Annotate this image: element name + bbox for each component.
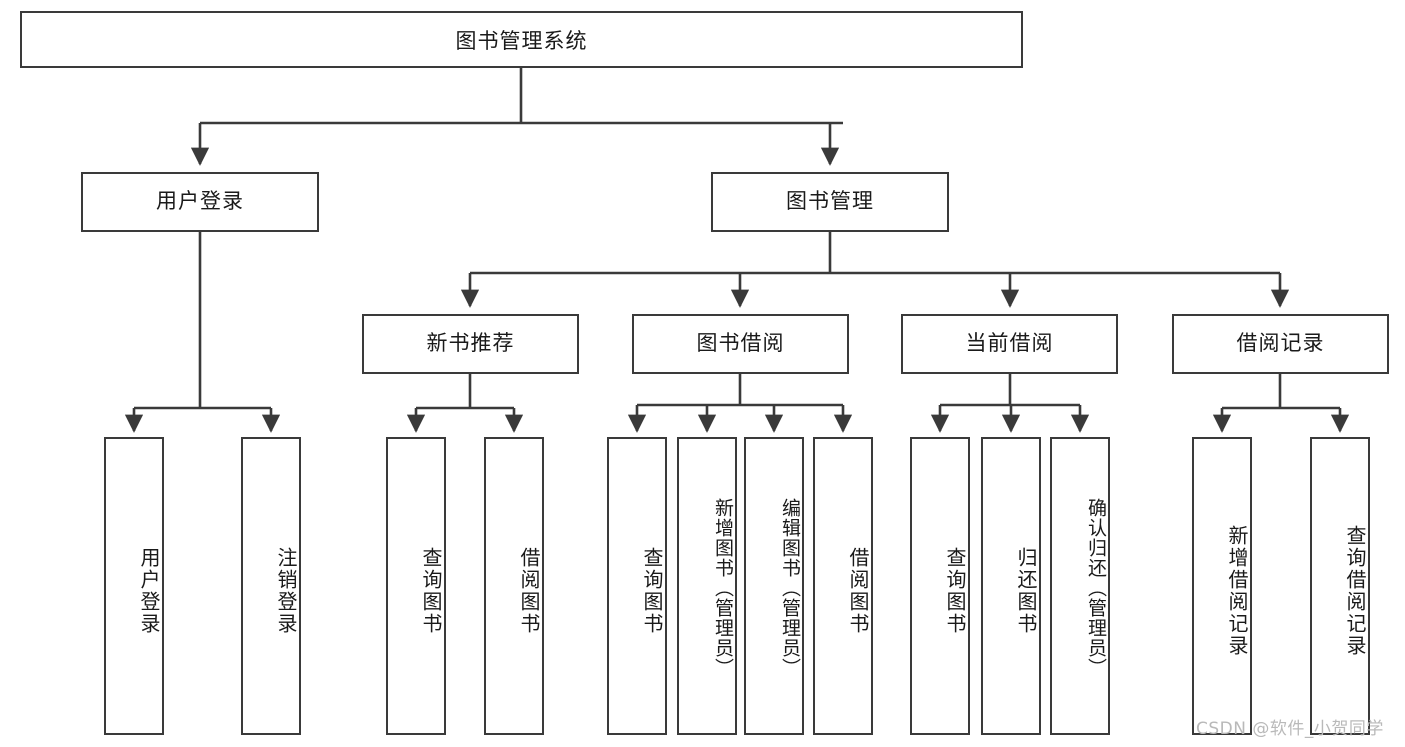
node-leaf-bb-add[interactable]: 新增图书（管理员） <box>677 437 737 735</box>
node-book-borrow[interactable]: 图书借阅 <box>632 314 849 374</box>
csdn-watermark: CSDN @软件_小贺同学 <box>1196 719 1384 739</box>
node-borrow-record[interactable]: 借阅记录 <box>1172 314 1389 374</box>
node-leaf-user-login[interactable]: 用户登录 <box>104 437 164 735</box>
node-book-manage[interactable]: 图书管理 <box>711 172 949 232</box>
node-new-book-rec-label: 新书推荐 <box>426 331 515 356</box>
node-leaf-bb-borrow[interactable]: 借阅图书 <box>813 437 873 735</box>
node-leaf-br-query[interactable]: 查询借阅记录 <box>1310 437 1370 735</box>
node-leaf-rec-borrow[interactable]: 借阅图书 <box>484 437 544 735</box>
node-leaf-cb-return[interactable]: 归还图书 <box>981 437 1041 735</box>
node-leaf-cb-confirm[interactable]: 确认归还（管理员） <box>1050 437 1110 735</box>
node-book-manage-label: 图书管理 <box>786 189 874 214</box>
node-leaf-cb-query[interactable]: 查询图书 <box>910 437 970 735</box>
node-current-borrow[interactable]: 当前借阅 <box>901 314 1118 374</box>
node-root[interactable]: 图书管理系统 <box>20 11 1023 68</box>
node-leaf-br-add[interactable]: 新增借阅记录 <box>1192 437 1252 735</box>
node-book-borrow-label: 图书借阅 <box>696 331 785 356</box>
node-leaf-rec-query[interactable]: 查询图书 <box>386 437 446 735</box>
node-leaf-bb-edit[interactable]: 编辑图书（管理员） <box>744 437 804 735</box>
node-root-label: 图书管理系统 <box>455 28 588 53</box>
node-borrow-record-label: 借阅记录 <box>1236 331 1325 356</box>
node-new-book-rec[interactable]: 新书推荐 <box>362 314 579 374</box>
node-user-login-label: 用户登录 <box>156 189 244 214</box>
node-leaf-user-logout[interactable]: 注销登录 <box>241 437 301 735</box>
node-leaf-bb-query[interactable]: 查询图书 <box>607 437 667 735</box>
node-user-login[interactable]: 用户登录 <box>81 172 319 232</box>
node-current-borrow-label: 当前借阅 <box>965 331 1054 356</box>
